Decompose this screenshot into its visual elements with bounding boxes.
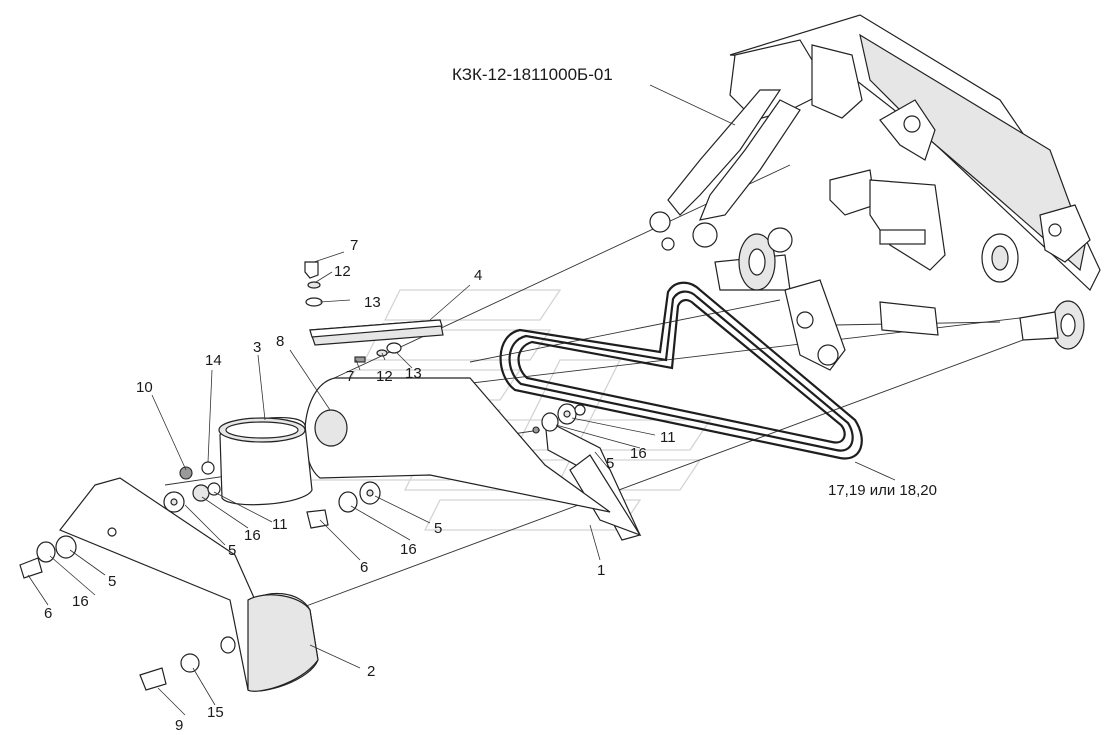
part-4-strip [309,319,444,346]
callout-5: 5 [108,573,116,590]
callout-1: 1 [597,562,605,579]
callout-2: 2 [367,663,375,680]
callout-13: 13 [364,294,381,311]
callout-5: 5 [434,520,442,537]
callout-10: 10 [136,379,153,396]
frame-assembly [649,14,1101,291]
labels: КЗК-12-1811000Б-01 17,19 или 18,20 1 2 3… [44,65,937,734]
callout-3: 3 [253,339,261,356]
callout-5: 5 [228,542,236,559]
leader-lines [27,84,896,716]
v-belt-set [499,281,863,460]
callout-13: 13 [405,365,422,382]
callout-5: 5 [606,455,614,472]
callout-11: 11 [272,516,288,533]
part-2-guard [59,477,319,692]
belt-label: 17,19 или 18,20 [828,482,937,499]
callout-11: 11 [660,429,676,446]
callout-15: 15 [207,704,224,721]
callout-9: 9 [175,717,183,734]
callout-16: 16 [630,445,647,462]
callout-12: 12 [334,263,351,280]
callout-4: 4 [474,267,482,284]
callout-7: 7 [346,368,354,385]
callout-14: 14 [205,352,222,369]
callout-6: 6 [360,559,368,576]
callout-6: 6 [44,605,52,622]
part-1-bracket [544,418,642,541]
callout-8: 8 [276,333,284,350]
callout-7: 7 [350,237,358,254]
part-3-cylinder [218,416,313,506]
callout-12: 12 [376,368,393,385]
callout-16: 16 [400,541,417,558]
assembly-designation: КЗК-12-1811000Б-01 [452,65,613,84]
drive-components [714,169,1085,371]
callout-16: 16 [244,527,261,544]
callout-16: 16 [72,593,89,610]
